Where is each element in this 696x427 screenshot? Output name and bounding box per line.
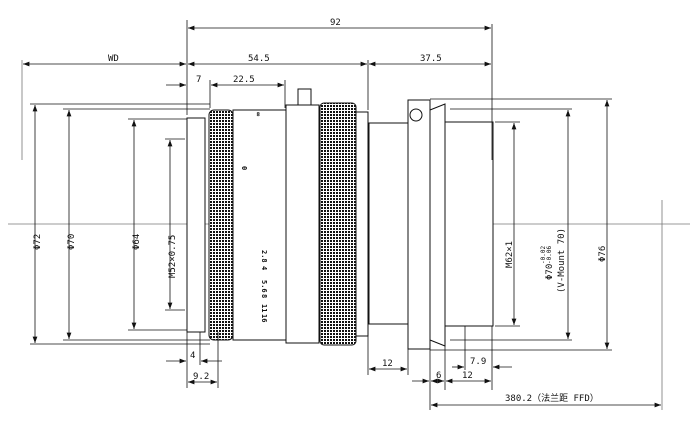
focus-ring bbox=[208, 109, 234, 341]
f-number: 2.8 bbox=[260, 250, 268, 263]
f-number: 4 bbox=[260, 266, 268, 270]
dim-diameter-76: Φ76 bbox=[598, 246, 608, 262]
tolerance-lower: -0.06 bbox=[546, 246, 553, 264]
bottom-dimensions: 4 9.2 12 7.9 6 12 380.2（法兰距 FFD） bbox=[166, 326, 661, 410]
aperture-ring bbox=[319, 102, 357, 346]
dim-working-distance: WD bbox=[108, 54, 119, 64]
f-number: 8 bbox=[260, 294, 268, 298]
tolerance-upper: -0.02 bbox=[540, 246, 547, 264]
rear-tube bbox=[368, 122, 409, 325]
dim-7: 7 bbox=[196, 75, 201, 85]
dim-7-9: 7.9 bbox=[470, 357, 486, 367]
dim-diameter-70: Φ70 bbox=[67, 234, 77, 250]
dim-9-2: 9.2 bbox=[193, 372, 209, 382]
dim-diameter-72: Φ72 bbox=[33, 234, 43, 250]
dim-rear-thread: M62×1 bbox=[505, 241, 515, 268]
top-dimensions: 92 WD 54.5 37.5 7 22.5 bbox=[23, 18, 493, 160]
v-mount-flange bbox=[407, 99, 431, 350]
rear-barrel bbox=[444, 121, 494, 327]
barrel-segment bbox=[285, 104, 320, 344]
focus-mark-zero: 0 bbox=[240, 166, 248, 170]
front-ring bbox=[186, 117, 206, 333]
left-dimensions: Φ72 Φ70 Φ64 M52×0.75 bbox=[30, 103, 210, 345]
dim-diameter-64: Φ64 bbox=[132, 234, 142, 250]
mount-screw-icon bbox=[409, 108, 423, 122]
dim-front-length: 54.5 bbox=[248, 54, 270, 64]
barrel bbox=[232, 109, 287, 341]
dim-overall-length: 92 bbox=[330, 18, 341, 28]
right-dimensions: M62×1 Φ70 -0.02 -0.06 (V-Mount 70) Φ76 bbox=[430, 98, 612, 351]
dim-rear-length: 37.5 bbox=[420, 54, 442, 64]
f-number: 5.6 bbox=[260, 280, 268, 293]
focus-mark-infinity: ∞ bbox=[254, 112, 262, 116]
dim-mount-diameter: Φ70 bbox=[545, 264, 555, 280]
dim-12-rear: 12 bbox=[462, 371, 473, 381]
lens-body bbox=[186, 88, 494, 350]
f-number: 11 bbox=[260, 304, 268, 312]
dim-6: 6 bbox=[436, 371, 441, 381]
mount-step bbox=[429, 103, 446, 347]
dim-filter-thread: M52×0.75 bbox=[168, 235, 178, 278]
mount-type-label: (V-Mount 70) bbox=[557, 228, 567, 293]
aperture-scale: 2.8 4 5.6 8 11 16 ∞ 0 bbox=[240, 112, 268, 322]
f-number: 16 bbox=[260, 314, 268, 322]
dim-flange-focal-distance: 380.2（法兰距 FFD） bbox=[505, 392, 599, 404]
dim-12-tube: 12 bbox=[382, 359, 393, 369]
dim-4: 4 bbox=[190, 351, 195, 361]
spacer-ring bbox=[355, 111, 369, 337]
lock-screw bbox=[297, 88, 312, 106]
dim-22-5: 22.5 bbox=[233, 75, 255, 85]
